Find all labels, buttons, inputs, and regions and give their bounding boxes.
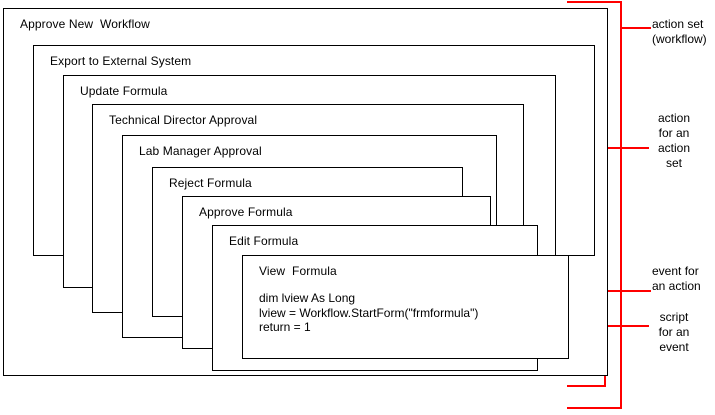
box-label: Lab Manager Approval	[139, 144, 262, 158]
annotation-action: action for an action set	[657, 111, 691, 170]
annotation-script: script for an event	[658, 310, 690, 354]
box-label: Technical Director Approval	[109, 113, 258, 127]
box-label: Approve Formula	[199, 205, 293, 219]
box-label: Approve New Workflow	[20, 17, 150, 31]
box-label: Reject Formula	[169, 176, 252, 190]
script-text: dim lview As Long lview = Workflow.Start…	[259, 291, 479, 334]
box-view-formula[interactable]: View Formula dim lview As Long lview = W…	[242, 255, 569, 359]
box-label: View Formula	[259, 264, 337, 278]
annotation-action-set: action set (workflow)	[652, 17, 707, 46]
box-label: Edit Formula	[229, 234, 299, 248]
box-label: Update Formula	[80, 84, 168, 98]
box-label: Export to External System	[50, 54, 192, 68]
annotation-event: event for an action	[652, 264, 701, 293]
